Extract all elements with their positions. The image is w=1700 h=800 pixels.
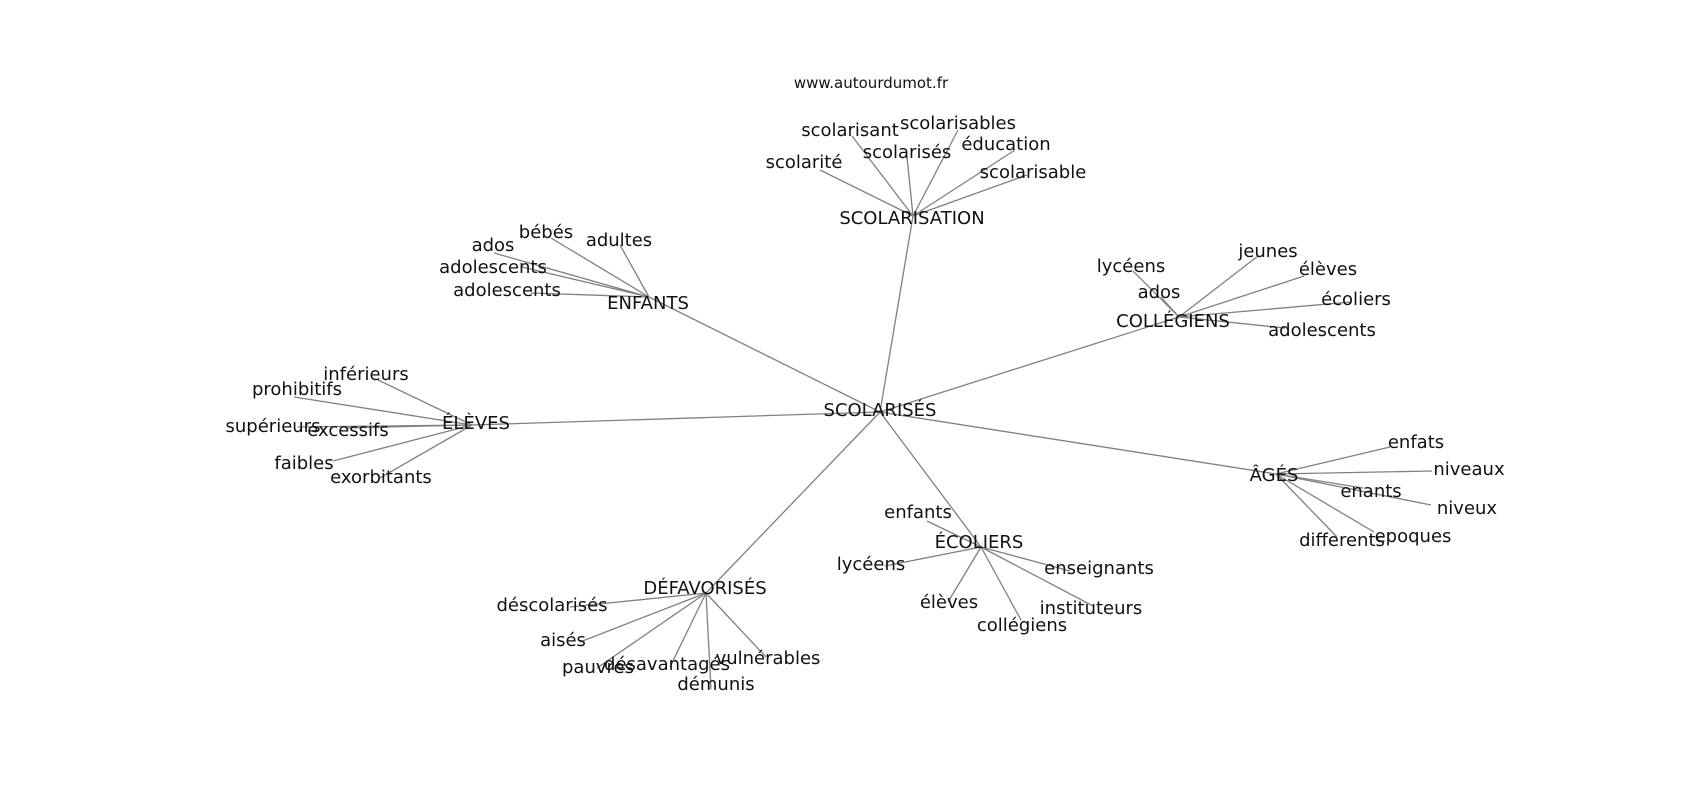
leaf-word-collegiens-0: lycéens bbox=[1097, 256, 1165, 277]
edge-scolarisation-1 bbox=[912, 129, 959, 217]
edge-defavorises-5 bbox=[705, 592, 712, 690]
edge-eleves-4 bbox=[332, 424, 473, 462]
leaf-word-ages-1: niveaux bbox=[1433, 459, 1505, 480]
leaf-word-ecoliers-0: enfants bbox=[884, 502, 952, 523]
hub-node-enfants: ENFANTS bbox=[607, 293, 689, 314]
edge-enfants-4 bbox=[530, 292, 650, 298]
edge-ecoliers-3 bbox=[947, 546, 982, 603]
edge-ages-3 bbox=[1275, 473, 1432, 506]
edge-scolarisation-0 bbox=[851, 135, 914, 217]
edge-defavorises-3 bbox=[669, 592, 707, 668]
leaf-word-defavorises-5: démunis bbox=[677, 674, 754, 695]
edge-scolarisation-4 bbox=[819, 169, 914, 217]
leaf-word-ages-5: epoques bbox=[1375, 526, 1452, 547]
edge-eleves-0 bbox=[377, 379, 473, 426]
leaf-word-enfants-2: ados bbox=[472, 235, 515, 256]
leaf-word-defavorises-4: vulnérables bbox=[716, 648, 821, 669]
hub-node-ecoliers: ÉCOLIERS bbox=[935, 531, 1024, 553]
leaf-word-enfants-0: bébés bbox=[519, 222, 573, 243]
leaf-word-eleves-0: inférieurs bbox=[323, 364, 408, 385]
leaf-word-ages-2: enants bbox=[1340, 481, 1401, 502]
leaf-word-collegiens-3: ados bbox=[1138, 282, 1181, 303]
edge-ecoliers-4 bbox=[980, 546, 1094, 607]
leaf-word-collegiens-5: adolescents bbox=[1268, 320, 1376, 341]
leaf-word-ages-0: enfats bbox=[1388, 432, 1444, 453]
edge-eleves-5 bbox=[379, 424, 473, 479]
edge-center-ecoliers bbox=[879, 411, 982, 548]
edge-ecoliers-2 bbox=[980, 546, 1071, 572]
hub-node-defavorises: DÉFAVORISÉS bbox=[643, 577, 766, 599]
leaf-word-ecoliers-4: instituteurs bbox=[1040, 598, 1143, 619]
leaf-word-scolarisation-5: scolarisable bbox=[980, 162, 1087, 183]
edge-enfants-1 bbox=[619, 244, 650, 298]
leaf-word-collegiens-4: écoliers bbox=[1321, 289, 1391, 310]
leaf-word-eleves-3: excessifs bbox=[307, 420, 389, 441]
edge-collegiens-1 bbox=[1178, 255, 1259, 318]
edge-ecoliers-5 bbox=[980, 546, 1022, 621]
leaf-word-collegiens-1: jeunes bbox=[1237, 241, 1297, 262]
graph-labels: www.autourdumot.fr SCOLARISÉS SCOLARISATI… bbox=[226, 74, 1505, 695]
edge-eleves-3 bbox=[344, 424, 473, 429]
edge-enfants-2 bbox=[493, 252, 650, 298]
leaf-word-ecoliers-1: lycéens bbox=[837, 554, 905, 575]
hub-node-scolarisation: SCOLARISATION bbox=[839, 208, 984, 229]
leaf-word-eleves-1: prohibitifs bbox=[252, 379, 342, 400]
leaf-word-eleves-4: faibles bbox=[274, 453, 333, 474]
leaf-word-defavorises-2: pauvres bbox=[562, 657, 634, 678]
hub-node-eleves: ÉLÈVES bbox=[442, 412, 510, 434]
edge-center-scolarisation bbox=[879, 215, 914, 413]
leaf-word-defavorises-1: aisés bbox=[540, 630, 586, 651]
leaf-word-scolarisation-4: scolarité bbox=[766, 152, 843, 173]
edge-scolarisation-5 bbox=[912, 174, 1028, 217]
edge-defavorises-1 bbox=[579, 592, 707, 643]
edge-center-collegiens bbox=[879, 316, 1180, 413]
leaf-word-eleves-2: supérieurs bbox=[226, 416, 321, 437]
leaf-word-ecoliers-5: collégiens bbox=[977, 615, 1067, 636]
leaf-word-collegiens-2: élèves bbox=[1299, 259, 1357, 280]
edge-eleves-1 bbox=[293, 396, 473, 426]
edge-center-eleves bbox=[471, 411, 881, 426]
edge-defavorises-4 bbox=[705, 592, 767, 658]
edge-ages-0 bbox=[1275, 446, 1391, 475]
edge-defavorises-2 bbox=[596, 592, 707, 669]
edge-ages-5 bbox=[1275, 473, 1375, 533]
edge-center-enfants bbox=[648, 296, 881, 413]
edge-scolarisation-2 bbox=[906, 156, 914, 217]
edge-center-ages bbox=[879, 411, 1277, 475]
leaf-word-ages-4: differents bbox=[1299, 530, 1385, 551]
leaf-word-defavorises-0: déscolarisés bbox=[496, 595, 607, 616]
edge-center-defavorises bbox=[705, 411, 881, 594]
edge-collegiens-4 bbox=[1178, 301, 1352, 318]
leaf-word-enfants-4: adolescents bbox=[453, 280, 561, 301]
center-node-label: SCOLARISÉS bbox=[824, 399, 937, 421]
leaf-word-scolarisation-1: scolarisables bbox=[900, 113, 1016, 134]
edge-collegiens-2 bbox=[1178, 275, 1305, 318]
leaf-word-enfants-1: adultes bbox=[586, 230, 652, 251]
leaf-word-ages-3: niveux bbox=[1437, 498, 1498, 519]
graph-edges bbox=[293, 129, 1433, 690]
edge-ecoliers-0 bbox=[926, 520, 982, 548]
edge-defavorises-0 bbox=[569, 592, 707, 608]
leaf-word-eleves-5: exorbitants bbox=[330, 467, 432, 488]
edge-enfants-0 bbox=[550, 237, 650, 298]
leaf-word-ecoliers-2: enseignants bbox=[1044, 558, 1154, 579]
edge-ages-1 bbox=[1275, 470, 1433, 475]
leaf-word-scolarisation-2: scolarisés bbox=[863, 142, 952, 163]
edge-collegiens-5 bbox=[1178, 316, 1286, 329]
edge-ages-4 bbox=[1275, 473, 1338, 538]
hub-node-collegiens: COLLÉGIENS bbox=[1116, 310, 1230, 332]
leaf-word-ecoliers-3: élèves bbox=[920, 592, 978, 613]
site-credit: www.autourdumot.fr bbox=[794, 74, 949, 92]
edge-collegiens-3 bbox=[1160, 296, 1180, 318]
hub-node-ages: ÂGÉS bbox=[1250, 464, 1299, 486]
edge-scolarisation-3 bbox=[912, 149, 1016, 217]
edge-enfants-3 bbox=[521, 266, 650, 298]
leaf-word-defavorises-3: désavantagés bbox=[604, 654, 730, 675]
leaf-word-scolarisation-3: éducation bbox=[961, 134, 1050, 155]
edge-ecoliers-1 bbox=[884, 546, 982, 567]
leaf-word-enfants-3: adolescents bbox=[439, 257, 547, 278]
leaf-word-scolarisation-0: scolarisant bbox=[801, 120, 899, 141]
